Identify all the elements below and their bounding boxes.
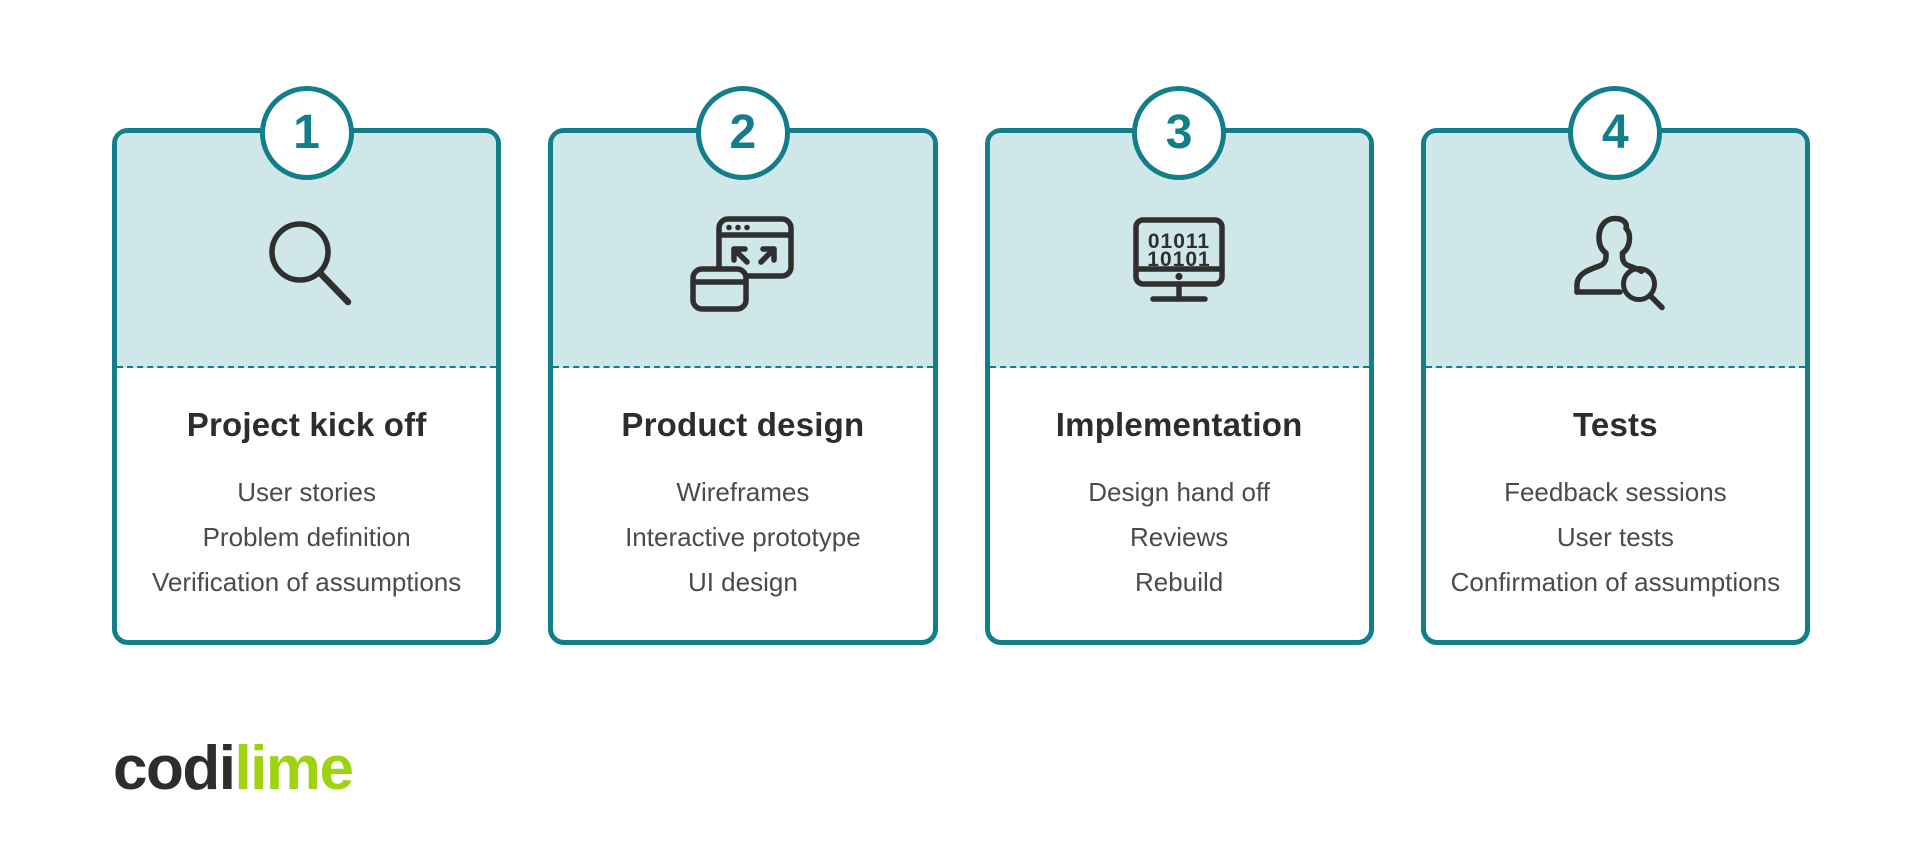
logo-text-lime: lime	[234, 734, 354, 803]
step-card-tests: 4 Tests Feedback sessions User tests Con…	[1420, 86, 1810, 645]
step-number-badge: 2	[695, 86, 790, 180]
step-number: 4	[1602, 106, 1629, 159]
step-number: 3	[1165, 106, 1193, 159]
step-item-list: User stories Problem definition Verifica…	[117, 470, 496, 605]
step-item: Interactive prototype	[625, 522, 861, 552]
step-title: Tests	[1572, 406, 1658, 443]
step-card-project-kick-off: 1 Project kick off User stories Problem …	[112, 86, 502, 645]
step-number-badge: 4	[1568, 86, 1663, 180]
logo-text-codi: codi	[113, 734, 236, 803]
prototype-windows-icon	[690, 215, 794, 312]
step-item: Feedback sessions	[1504, 477, 1727, 507]
step-item: User tests	[1556, 522, 1674, 552]
step-content: Product design Wireframes Interactive pr…	[553, 368, 932, 605]
step-item: UI design	[687, 567, 798, 597]
step-card-implementation: 3 01011 10101 Implementation Design hand…	[984, 86, 1374, 645]
codilime-logo: codilime	[113, 738, 354, 800]
step-item: Wireframes	[676, 477, 810, 507]
step-number: 1	[293, 106, 320, 159]
step-content: Project kick off User stories Problem de…	[117, 368, 496, 605]
step-number: 2	[729, 106, 757, 159]
step-item: Rebuild	[1135, 567, 1224, 597]
step-content: Implementation Design hand off Reviews R…	[990, 368, 1369, 605]
step-item: User stories	[237, 477, 376, 507]
step-item-list: Design hand off Reviews Rebuild	[990, 470, 1369, 605]
step-item: Confirmation of assumptions	[1450, 567, 1781, 597]
step-content: Tests Feedback sessions User tests Confi…	[1426, 368, 1805, 605]
step-title: Project kick off	[186, 406, 427, 443]
process-steps: 1 Project kick off User stories Problem …	[112, 86, 1810, 645]
step-item-list: Feedback sessions User tests Confirmatio…	[1426, 470, 1805, 605]
step-item: Verification of assumptions	[151, 567, 462, 597]
magnifier-icon	[268, 220, 351, 305]
binary-monitor-icon: 01011 10101	[1133, 216, 1225, 302]
binary-line: 10101	[1147, 248, 1210, 271]
step-number-badge: 3	[1132, 86, 1227, 180]
step-item: Design hand off	[1088, 477, 1270, 507]
step-item: Reviews	[1130, 522, 1229, 552]
step-card-product-design: 2 Product design Wireframes Interactiv	[548, 86, 938, 645]
step-item: Problem definition	[202, 522, 411, 552]
step-number-badge: 1	[259, 86, 354, 180]
step-item-list: Wireframes Interactive prototype UI desi…	[553, 470, 932, 605]
step-title: Implementation	[1055, 406, 1303, 443]
user-research-icon	[1574, 215, 1666, 310]
step-title: Product design	[621, 406, 865, 443]
binary-line: 01011	[1148, 230, 1210, 253]
